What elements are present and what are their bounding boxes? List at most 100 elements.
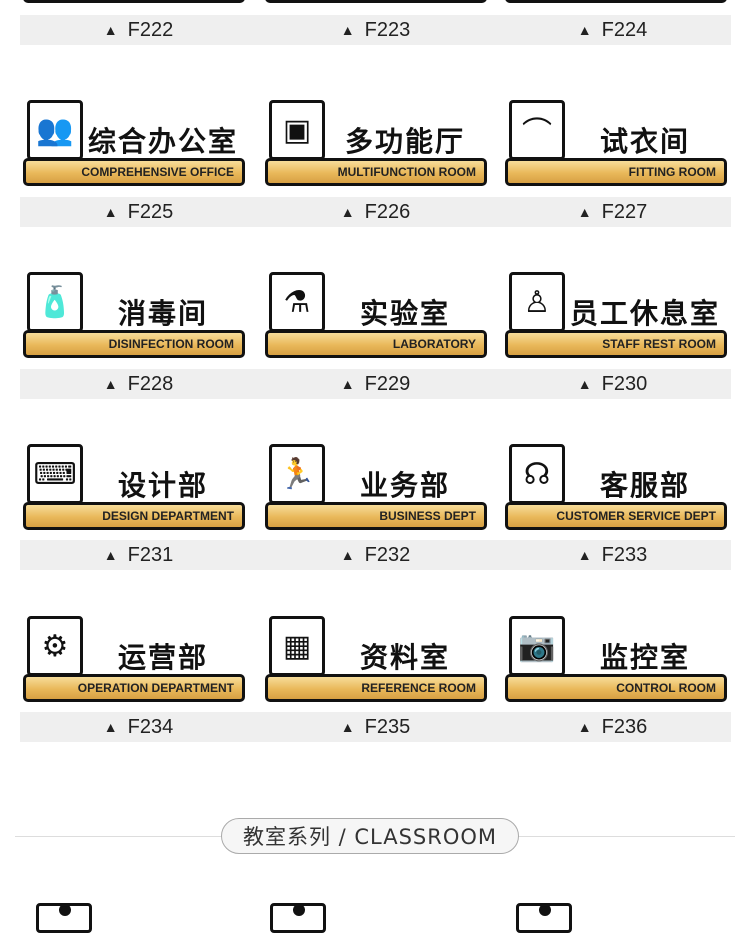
- sign-gold-bar: COMPREHENSIVE OFFICE: [23, 158, 245, 186]
- sign-english-text: COMPREHENSIVE OFFICE: [81, 165, 234, 179]
- sign-chinese-text: 员工休息室: [569, 297, 720, 330]
- sign-english-text: LABORATORY: [392, 337, 476, 351]
- sign-product: [23, 0, 245, 5]
- sign-english-text: MULTIFUNCTION ROOM: [337, 165, 476, 179]
- code-text: F230: [601, 372, 648, 395]
- sign-chinese-text: 客服部: [599, 469, 690, 502]
- sign-product[interactable]: 👥综合办公室 COMPREHENSIVE OFFICE: [23, 100, 245, 188]
- sign-product[interactable]: ⌒ 试衣间 FITTING ROOM: [505, 100, 727, 188]
- person-at-desk-icon: ⌨: [27, 444, 83, 504]
- sign-chinese-text: 消毒间: [117, 297, 208, 330]
- code-label-row: ▲ F222 ▲ F223 ▲ F224: [20, 15, 731, 45]
- sign-product[interactable]: 🧴 消毒间 DISINFECTION ROOM: [23, 272, 245, 360]
- sign-product: [265, 0, 487, 5]
- triangle-icon: ▲: [103, 22, 118, 38]
- classroom-sign-icon: [36, 903, 92, 933]
- sign-gold-bar: DISINFECTION ROOM: [23, 330, 245, 358]
- code-text: F236: [601, 715, 648, 738]
- running-person-icon: 🏃: [269, 444, 325, 504]
- sign-chinese-text: 设计部: [117, 469, 208, 502]
- product-code: ▲ F223: [257, 15, 494, 45]
- triangle-icon: ▲: [577, 719, 592, 735]
- sign-chinese-text: 综合办公室: [87, 125, 238, 158]
- code-text: F235: [364, 715, 411, 738]
- sign-product[interactable]: ⚗ 实验室 LABORATORY: [265, 272, 487, 360]
- triangle-icon: ▲: [340, 22, 355, 38]
- sign-product: [505, 0, 727, 5]
- sign-chinese-text: 试衣间: [599, 125, 690, 158]
- sign-chinese-text: 运营部: [117, 641, 208, 674]
- product-code: ▲ F231: [20, 540, 257, 570]
- product-code: ▲ F230: [494, 369, 731, 399]
- product-code: ▲ F224: [494, 15, 731, 45]
- code-label-row: ▲F225▲F226 ▲ F227: [20, 197, 731, 227]
- soap-bottle-icon: 🧴: [27, 272, 83, 332]
- code-text: F227: [601, 200, 648, 223]
- sign-english-text: OPERATION DEPARTMENT: [77, 681, 234, 695]
- code-text: F233: [601, 543, 648, 566]
- product-code: ▲ F236: [494, 712, 731, 742]
- code-text: F224: [601, 18, 648, 41]
- flask-icon: ⚗: [269, 272, 325, 332]
- person-sitting-icon: ♙: [509, 272, 565, 332]
- sign-english-text: REFERENCE ROOM: [361, 681, 476, 695]
- sign-english-text: CUSTOMER SERVICE DEPT: [556, 509, 716, 523]
- code-text: F232: [364, 543, 411, 566]
- headset-icon: ☊: [509, 444, 565, 504]
- triangle-icon: ▲: [577, 22, 592, 38]
- triangle-icon: ▲: [340, 376, 355, 392]
- sign-gold-bar: OPERATION DEPARTMENT: [23, 674, 245, 702]
- sign-chinese-text: 监控室: [599, 641, 690, 674]
- product-code: ▲ F222: [20, 15, 257, 45]
- sign-product[interactable]: ♙员工休息室 STAFF REST ROOM: [505, 272, 727, 360]
- sign-english-text: FITTING ROOM: [628, 165, 716, 179]
- product-code: ▲F226: [257, 197, 494, 227]
- triangle-icon: ▲: [103, 376, 118, 392]
- sign-english-text: STAFF REST ROOM: [602, 337, 716, 351]
- product-code: ▲ F233: [494, 540, 731, 570]
- sign-gold-bar: LABORATORY: [265, 330, 487, 358]
- product-code: ▲ F228: [20, 369, 257, 399]
- product-code: ▲ F227: [494, 197, 731, 227]
- code-label-row: ▲ F228 ▲ F229 ▲ F230: [20, 369, 731, 399]
- code-text: F228: [127, 372, 174, 395]
- code-label-row: ▲F234 ▲ F235 ▲ F236: [20, 712, 731, 742]
- product-code: ▲F234: [20, 712, 257, 742]
- triangle-icon: ▲: [577, 547, 592, 563]
- code-label-row: ▲ F231 ▲F232 ▲ F233: [20, 540, 731, 570]
- code-text: F229: [364, 372, 411, 395]
- sign-chinese-text: 实验室: [359, 297, 450, 330]
- code-text: F225: [127, 200, 174, 223]
- hanger-icon: ⌒: [509, 100, 565, 160]
- sign-english-text: DISINFECTION ROOM: [108, 337, 234, 351]
- code-text: F222: [127, 18, 174, 41]
- triangle-icon: ▲: [103, 547, 118, 563]
- sign-product[interactable]: ☊ 客服部 CUSTOMER SERVICE DEPT: [505, 444, 727, 532]
- sign-chinese-text: 多功能厅: [344, 125, 465, 158]
- sign-product[interactable]: 📷 监控室 CONTROL ROOM: [505, 616, 727, 704]
- classroom-sign-icon: [516, 903, 572, 933]
- triangle-icon: ▲: [577, 376, 592, 392]
- shelf-icon: ▦: [269, 616, 325, 676]
- sign-english-text: BUSINESS DEPT: [379, 509, 476, 523]
- section-title: 教室系列 / CLASSROOM: [221, 818, 519, 854]
- triangle-icon: ▲: [340, 719, 355, 735]
- product-code: ▲F225: [20, 197, 257, 227]
- product-code: ▲ F229: [257, 369, 494, 399]
- sign-gold-bar: BUSINESS DEPT: [265, 502, 487, 530]
- sign-english-text: CONTROL ROOM: [616, 681, 716, 695]
- product-code: ▲F232: [257, 540, 494, 570]
- meeting-people-icon: 👥: [27, 100, 83, 160]
- code-text: F226: [364, 200, 411, 223]
- code-text: F234: [127, 715, 174, 738]
- code-text: F231: [127, 543, 174, 566]
- triangle-icon: ▲: [577, 204, 592, 220]
- code-text: F223: [364, 18, 411, 41]
- camera-icon: 📷: [509, 616, 565, 676]
- sign-gold-bar: CONTROL ROOM: [505, 674, 727, 702]
